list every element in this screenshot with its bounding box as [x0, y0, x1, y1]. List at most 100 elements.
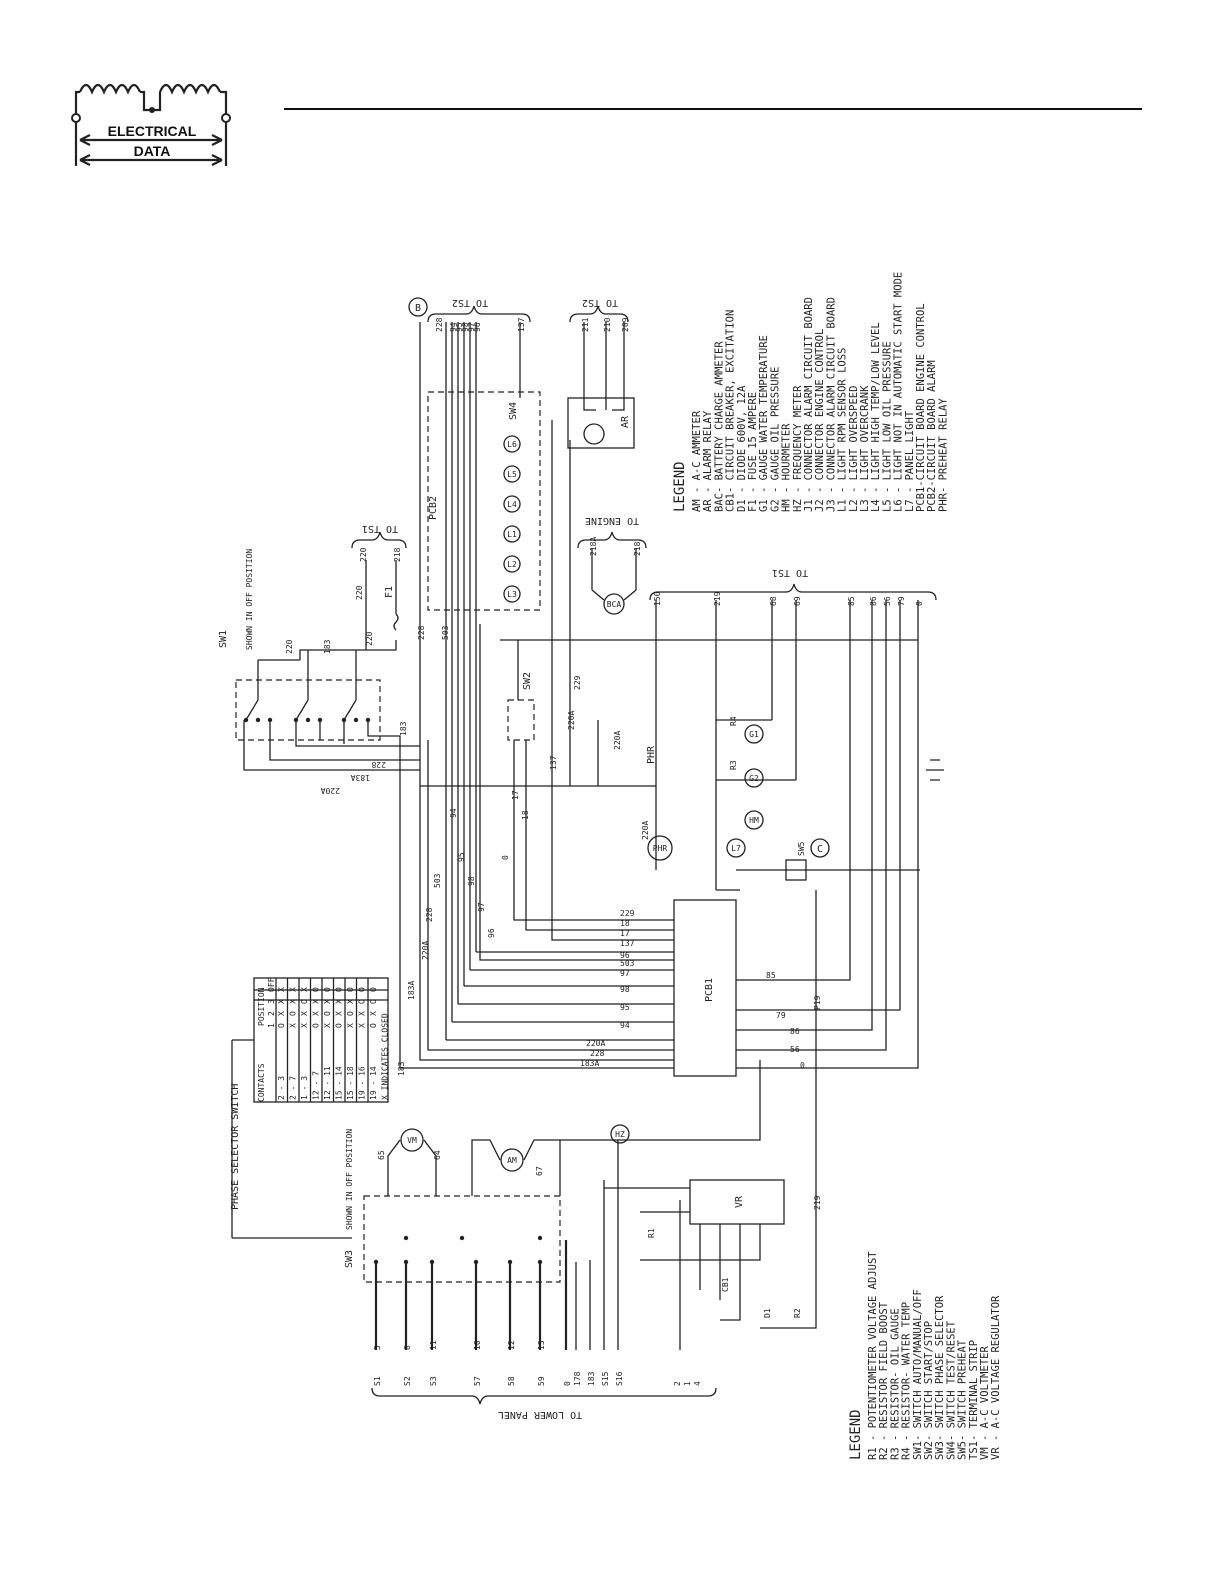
- pcb2-label: PCB2: [428, 496, 439, 520]
- to-ts1-right-label: TO TS1: [772, 567, 808, 578]
- svg-text:12: 12: [507, 1340, 516, 1350]
- phase-table-cell: X: [277, 1011, 286, 1016]
- svg-text:150: 150: [653, 591, 662, 606]
- svg-text:220A: 220A: [586, 1039, 605, 1048]
- svg-text:18: 18: [620, 919, 630, 928]
- svg-text:95: 95: [620, 1003, 630, 1012]
- phase-table-cell: O: [312, 987, 321, 992]
- phase-table-cell: X: [335, 999, 344, 1004]
- phase-table-cell: X: [358, 1011, 367, 1016]
- svg-text:R1: R1: [647, 1228, 656, 1238]
- phase-table-cell: O: [300, 999, 309, 1004]
- svg-text:5: 5: [373, 1345, 382, 1350]
- svg-text:17: 17: [620, 929, 630, 938]
- svg-text:11: 11: [429, 1340, 438, 1350]
- svg-text:L7: L7: [731, 844, 741, 853]
- svg-text:97: 97: [620, 969, 630, 978]
- phase-table-position: 3: [267, 999, 276, 1004]
- legend-item: AM - A-C AMMETER: [691, 410, 703, 512]
- phase-table-cell: X: [358, 1023, 367, 1028]
- svg-text:65: 65: [377, 1150, 386, 1160]
- svg-text:97: 97: [477, 902, 486, 912]
- svg-text:220: 220: [285, 639, 294, 654]
- svg-text:S15: S15: [601, 1371, 610, 1386]
- svg-text:59: 59: [537, 1376, 546, 1386]
- phase-table-cell: 12 - 11: [323, 1066, 332, 1100]
- sw2-box: [507, 699, 535, 741]
- svg-text:PHR: PHR: [653, 844, 668, 853]
- svg-text:183: 183: [397, 1061, 406, 1076]
- phase-table-cell: X: [300, 987, 309, 992]
- legend-item: AR - ALARM RELAY: [702, 410, 714, 512]
- svg-text:10: 10: [473, 1340, 482, 1350]
- svg-text:219: 219: [713, 591, 722, 606]
- circle-c: C: [817, 844, 823, 855]
- legend-item: J2 - CONNECTOR ENGINE CONTROL: [814, 329, 826, 512]
- phase-table-position: 2: [267, 1011, 276, 1016]
- phase-table-cell: X: [289, 999, 298, 1004]
- svg-text:218: 218: [393, 547, 402, 562]
- cb1-label: CB1: [721, 1277, 730, 1292]
- legend-item: SW3- SWITCH PHASE SELECTOR: [934, 1295, 946, 1460]
- svg-text:211: 211: [581, 317, 590, 332]
- to-ts1-top-label: TO TS1: [362, 523, 398, 534]
- legend-item: D1 - DIODE 600V, 12A: [736, 385, 748, 512]
- legend-item: R4 - RESISTOR- WATER TEMP: [901, 1302, 913, 1460]
- svg-text:96: 96: [620, 951, 630, 960]
- ar-label: AR: [620, 415, 631, 428]
- svg-text:56: 56: [790, 1045, 800, 1054]
- svg-text:503: 503: [620, 959, 635, 968]
- svg-text:17: 17: [511, 790, 520, 800]
- svg-text:219: 219: [813, 1195, 822, 1210]
- svg-text:220A: 220A: [421, 941, 430, 960]
- electrical-data-logo: ELECTRICAL DATA: [71, 83, 231, 166]
- phase-table-cell: O: [358, 987, 367, 992]
- svg-text:S2: S2: [403, 1376, 412, 1386]
- phase-table-cell: X: [300, 1023, 309, 1028]
- legend-item: J3 - CONNECTOR ALARM CIRCUIT BOARD: [825, 297, 837, 512]
- svg-text:210: 210: [603, 317, 612, 332]
- phase-table-cell: O: [358, 999, 367, 1004]
- phase-table-cell: 15 - 14: [335, 1066, 344, 1100]
- svg-text:220A: 220A: [567, 711, 576, 730]
- legend-item: L2 - LIGHT OVERSPEED: [848, 386, 860, 512]
- svg-text:R3: R3: [729, 760, 738, 770]
- svg-text:228: 228: [590, 1049, 605, 1058]
- svg-text:220A: 220A: [613, 731, 622, 750]
- svg-text:183A: 183A: [407, 981, 416, 1000]
- svg-text:56: 56: [883, 596, 892, 606]
- legend-item: G1 - GAUGE WATER TEMPERATURE: [758, 335, 770, 512]
- sw4-label: SW4: [508, 402, 519, 420]
- sw1-contacts: [243, 650, 371, 723]
- sw3-note: SHOWN IN OFF POSITION: [345, 1129, 354, 1230]
- phase-table-note: X INDICATES CLOSED: [381, 1013, 390, 1100]
- svg-text:L1: L1: [507, 530, 517, 539]
- svg-text:D1: D1: [763, 1308, 772, 1318]
- phase-table-cell: X: [335, 1011, 344, 1016]
- legend-item: CB1- CIRCUIT BREAKER, EXCITATION: [725, 310, 737, 512]
- svg-text:L5: L5: [507, 470, 517, 479]
- svg-text:L3: L3: [507, 590, 517, 599]
- legend-item: HZ - FREQUENCY METER: [792, 385, 804, 512]
- svg-text:96: 96: [473, 322, 482, 332]
- legend-item: L4 - LIGHT HIGH TEMP/LOW LEVEL: [870, 322, 882, 512]
- legend-item: L1 - LIGHT RPM SENSOR LOSS: [837, 348, 849, 512]
- legend-item: PCB1-CIRCUIT BOARD ENGINE CONTROL: [915, 303, 927, 512]
- svg-text:0: 0: [915, 601, 924, 606]
- svg-text:220: 220: [359, 547, 368, 562]
- svg-text:79: 79: [897, 596, 906, 606]
- pcb1-label: PCB1: [704, 978, 715, 1002]
- to-ts2-right-label: TO TS2: [582, 297, 618, 308]
- to-ts2-left-label: TO TS2: [452, 297, 488, 308]
- phase-table-cell: X: [289, 1023, 298, 1028]
- phase-table-contacts-header: CONTACTS: [257, 1063, 266, 1102]
- phase-table-cell: X: [277, 999, 286, 1004]
- svg-text:94: 94: [449, 322, 458, 332]
- legend-item: G2 - GAUGE OIL PRESSURE: [769, 367, 781, 512]
- svg-text:218: 218: [633, 541, 642, 556]
- legend-item: SW2- SWITCH START/STOP: [923, 1321, 935, 1460]
- svg-text:AM: AM: [507, 1156, 517, 1165]
- svg-text:94: 94: [449, 808, 458, 818]
